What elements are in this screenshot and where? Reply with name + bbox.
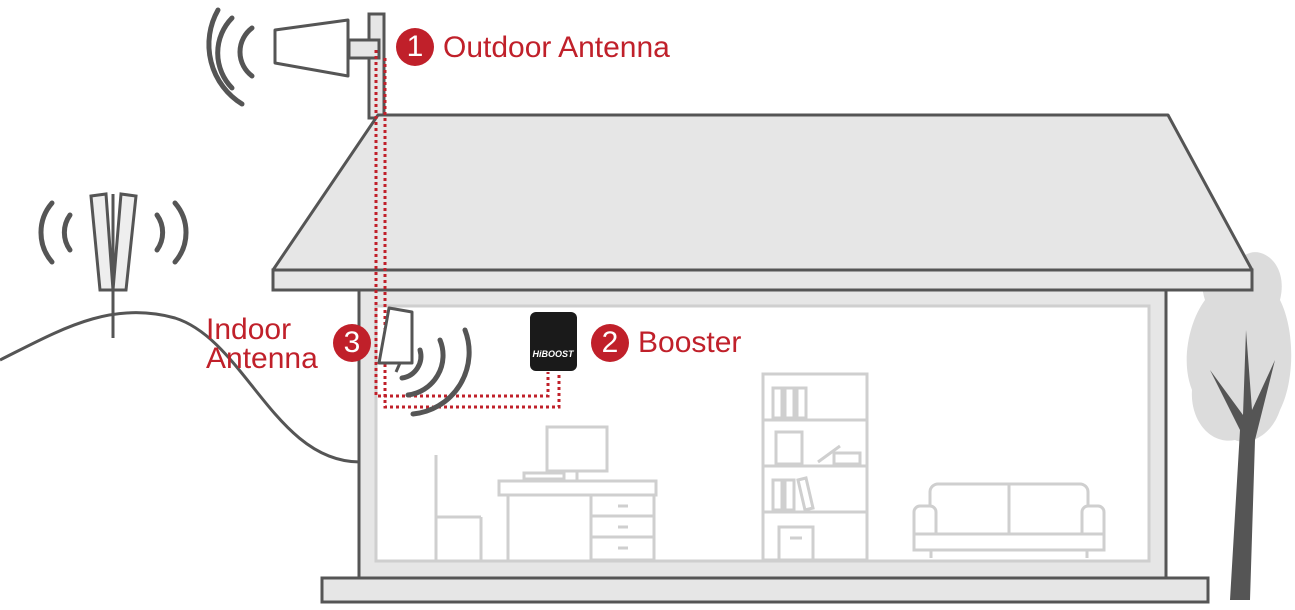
sofa: [912, 482, 1106, 558]
outdoor-antenna-signal-waves: [206, 7, 255, 107]
indoor-antenna-icon: [377, 306, 414, 365]
callout-2-badge: 2: [591, 324, 629, 362]
booster-brand-label: HiBOOST: [532, 349, 575, 359]
hill: [0, 311, 361, 464]
computer-monitor: [522, 425, 609, 481]
bookshelf: [761, 372, 869, 562]
antenna-pole: [367, 12, 386, 120]
tree: [1186, 252, 1292, 600]
tower-signal-waves: [38, 200, 189, 265]
roof: [271, 113, 1254, 272]
callout-3-badge: 3: [333, 324, 371, 362]
roof-eave: [271, 268, 1254, 292]
callout-1-badge: 1: [396, 28, 434, 66]
outdoor-antenna-icon: [273, 18, 350, 78]
cable: [374, 50, 561, 409]
antenna-mount: [347, 38, 381, 60]
cell-tower: [89, 192, 138, 338]
booster-device-icon: [530, 312, 577, 371]
booster-label: Booster: [638, 326, 742, 359]
indoor-antenna-label-line2: Antenna: [206, 342, 318, 375]
indoor-antenna-signal-waves: [399, 327, 472, 417]
chair: [434, 455, 483, 560]
outdoor-antenna-label: Outdoor Antenna: [443, 31, 670, 64]
house-foundation: [320, 576, 1210, 604]
indoor-antenna-label-line1: Indoor: [206, 313, 292, 346]
